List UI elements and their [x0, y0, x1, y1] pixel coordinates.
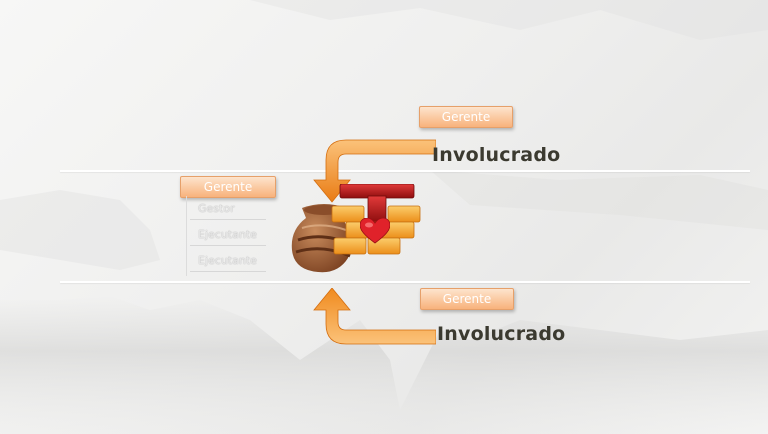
divider-top [60, 170, 750, 172]
arrow-up-icon [313, 288, 436, 345]
left-role-tag: Gerente [180, 176, 276, 198]
top-stakeholder-label: Involucrado [432, 144, 561, 166]
list-item: Ejecutante [190, 250, 266, 272]
role-list-frame [186, 196, 269, 276]
top-role-tag: Gerente [419, 106, 513, 128]
bottom-stakeholder-label: Involucrado [437, 323, 566, 345]
bottom-role-tag: Gerente [420, 288, 514, 310]
divider-bottom [60, 281, 750, 283]
brick-wall-icon [331, 184, 421, 255]
heart-icon [360, 218, 390, 244]
list-item: Ejecutante [190, 224, 266, 246]
list-item: Gestor [190, 198, 266, 220]
